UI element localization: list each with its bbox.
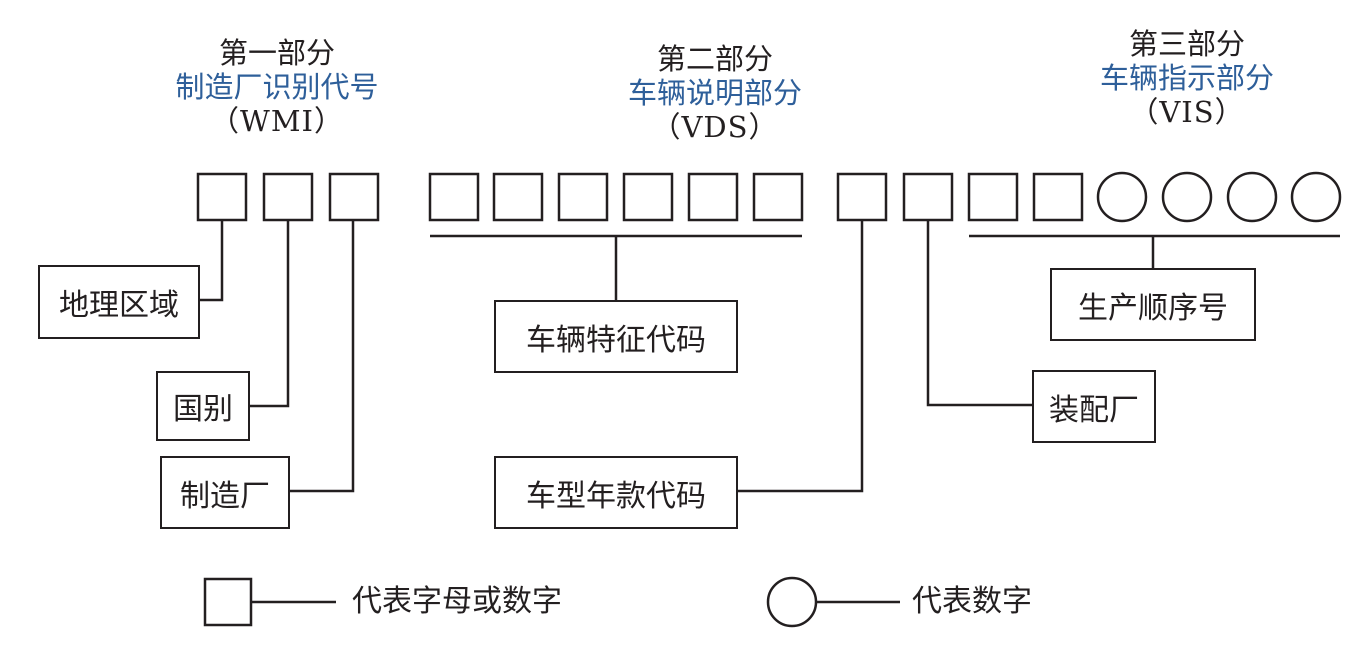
connector-assembly-plant [926, 220, 1032, 407]
vin-digit-circle [1226, 171, 1278, 223]
section-part-label: 第三部分 [1128, 27, 1245, 61]
vin-char-square [687, 172, 739, 222]
connector-geo-region [200, 220, 224, 302]
section-abbr-label: （VDS） [651, 110, 779, 144]
legend-circle-text: 代表数字 [912, 584, 1032, 619]
vin-digit-circle [1290, 171, 1342, 223]
section-abbr-label: （VIS） [1129, 95, 1245, 129]
vehicle-feature-code-label: 车辆特征代码 [526, 322, 706, 358]
vin-char-square [428, 172, 480, 222]
section-heading-wmi: 第一部分 制造厂识别代号 （WMI） [127, 36, 427, 138]
section-name-label: 车辆指示部分 [1099, 61, 1274, 95]
vin-char-square [1032, 172, 1084, 222]
connector-country [250, 220, 290, 408]
production-seq-label: 生产顺序号 [1078, 290, 1228, 326]
geo-region-box: 地理区域 [38, 265, 200, 339]
connector-manufacturer [290, 220, 355, 493]
vin-char-square [262, 172, 314, 222]
vin-char-square [902, 172, 954, 222]
vin-char-square [328, 172, 380, 222]
manufacturer-label: 制造厂 [180, 478, 270, 514]
model-year-code-label: 车型年款代码 [526, 478, 706, 514]
vehicle-feature-code-box: 车辆特征代码 [494, 300, 738, 373]
legend-square [203, 577, 253, 627]
vin-char-square [967, 172, 1019, 222]
section-name-label: 制造厂识别代号 [175, 70, 379, 104]
section-part-label: 第一部分 [218, 36, 335, 70]
vin-char-square [492, 172, 544, 222]
model-year-code-box: 车型年款代码 [494, 456, 738, 529]
vin-char-square [196, 172, 248, 222]
assembly-plant-box: 装配厂 [1032, 370, 1156, 443]
vin-char-square [622, 172, 674, 222]
section-name-label: 车辆说明部分 [627, 76, 802, 110]
vin-char-square [557, 172, 609, 222]
assembly-plant-label: 装配厂 [1049, 392, 1139, 428]
country-label: 国别 [173, 392, 233, 427]
section-abbr-label: （WMI） [210, 104, 344, 138]
legend-square-text: 代表字母或数字 [352, 584, 562, 619]
vin-char-square [752, 172, 804, 222]
geo-region-label: 地理区域 [59, 288, 179, 323]
vin-char-square [836, 172, 888, 222]
country-box: 国别 [156, 371, 250, 441]
manufacturer-box: 制造厂 [160, 456, 290, 529]
vin-digit-circle [1161, 171, 1213, 223]
section-heading-vis: 第三部分 车辆指示部分 （VIS） [1037, 27, 1337, 129]
vin-digit-circle [1096, 171, 1148, 223]
legend-circle [766, 576, 818, 628]
section-part-label: 第二部分 [656, 42, 773, 76]
production-seq-box: 生产顺序号 [1050, 268, 1256, 341]
connector-model-year [738, 220, 864, 493]
section-heading-vds: 第二部分 车辆说明部分 （VDS） [565, 42, 865, 144]
